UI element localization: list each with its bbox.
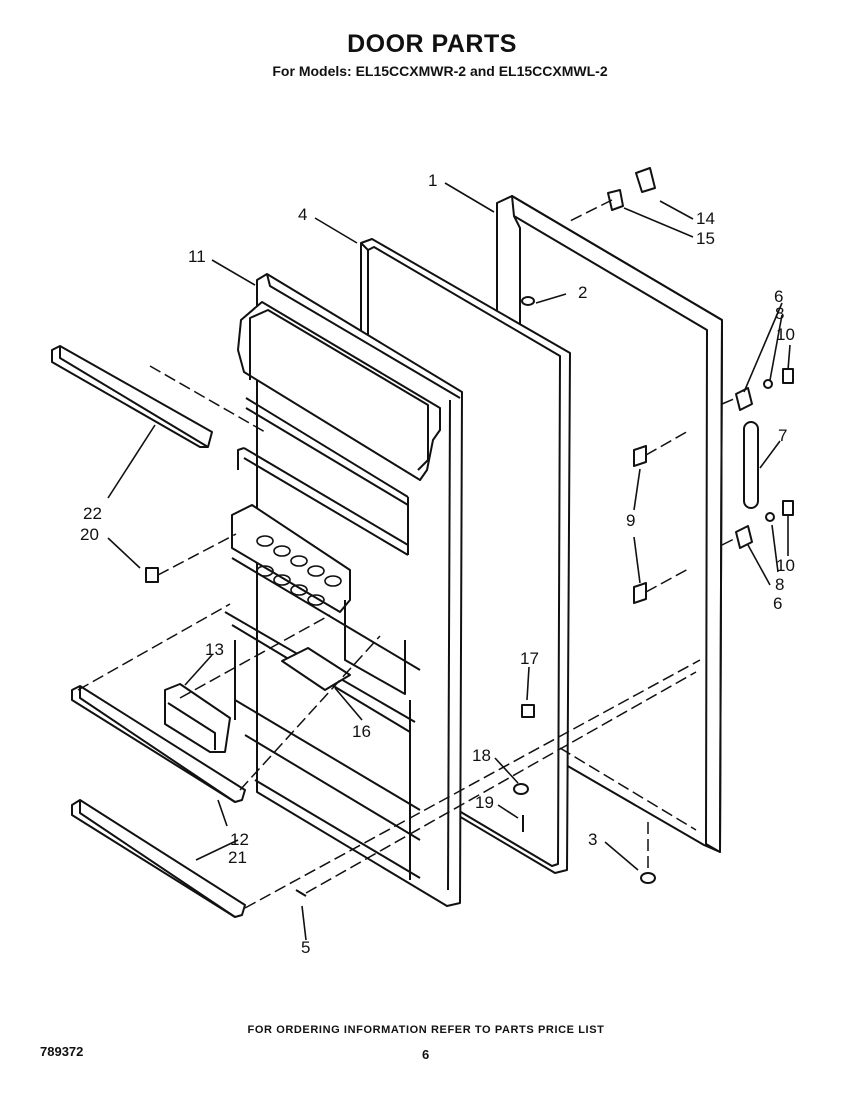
callout-7: 7 [778, 426, 787, 445]
callout-4: 4 [298, 205, 307, 224]
plate-15 [607, 189, 624, 211]
part-5 [295, 889, 307, 897]
inner-door-liner [224, 273, 463, 907]
callout-19: 19 [475, 793, 494, 812]
butter-tray [281, 647, 351, 691]
bracket-9-lower [633, 582, 647, 604]
model-subtitle: For Models: EL15CCXMWR-2 and EL15CCXMWL-… [272, 63, 608, 79]
part-3 [640, 872, 656, 884]
callout-13: 13 [205, 640, 224, 659]
callout-6-upper: 6 [774, 287, 783, 306]
callout-14: 14 [696, 209, 715, 228]
callout-2: 2 [578, 283, 587, 302]
document-number: 789372 [40, 1044, 84, 1059]
callout-5: 5 [301, 938, 310, 957]
hinge-6-lower [735, 525, 753, 549]
page-title: DOOR PARTS [347, 30, 517, 58]
part-17 [521, 704, 535, 718]
egg-cups [256, 535, 342, 606]
door-handle [743, 421, 759, 509]
shelf-rail-21 [71, 799, 246, 918]
callout-8-upper: 8 [775, 304, 784, 323]
callout-3: 3 [588, 830, 597, 849]
callout-22: 22 [83, 504, 102, 523]
callout-18: 18 [472, 746, 491, 765]
dairy-door [164, 683, 231, 753]
bracket-9-upper [633, 445, 647, 467]
ordering-note: FOR ORDERING INFORMATION REFER TO PARTS … [247, 1024, 605, 1036]
plate-14 [635, 167, 656, 193]
part-18 [513, 783, 529, 795]
callout-21: 21 [228, 848, 247, 867]
callout-15: 15 [696, 229, 715, 248]
shelf-rail-22 [51, 345, 213, 448]
callout-10-lower: 10 [776, 556, 795, 575]
callout-20: 20 [80, 525, 99, 544]
callout-8-lower: 8 [775, 575, 784, 594]
callout-6-lower: 6 [773, 594, 782, 613]
callout-11: 11 [188, 247, 206, 266]
callout-12: 12 [230, 830, 249, 849]
callout-9: 9 [626, 511, 635, 530]
part-2 [521, 296, 535, 306]
callout-10-upper: 10 [776, 325, 795, 344]
label-20 [145, 567, 159, 583]
callout-16: 16 [352, 722, 371, 741]
callout-17: 17 [520, 649, 539, 668]
callout-1: 1 [428, 171, 437, 190]
page-number: 6 [422, 1047, 430, 1062]
